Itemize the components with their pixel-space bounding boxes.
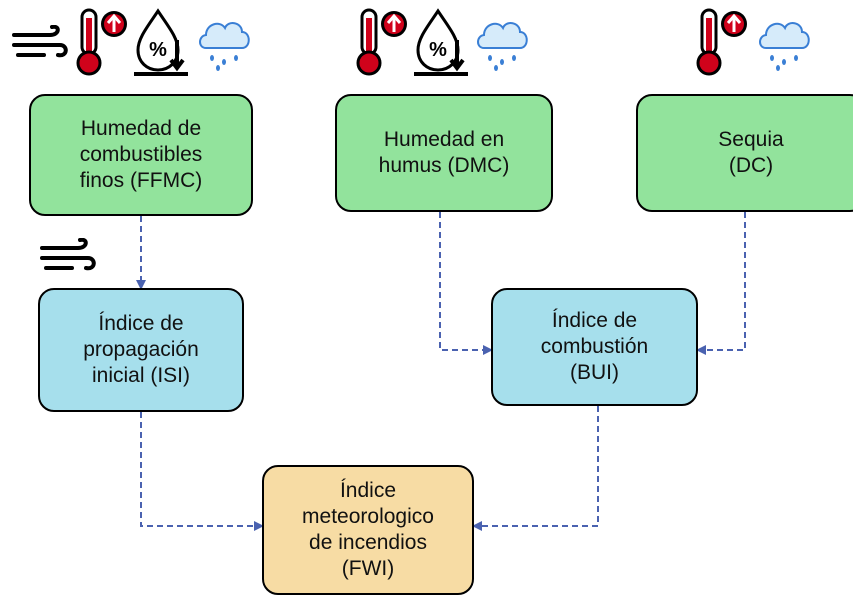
dmc-label: Humedad en humus (DMC) <box>378 128 510 177</box>
rain-icon <box>477 22 528 71</box>
dc-label: Sequia (DC) <box>718 128 784 177</box>
wind-icon <box>12 25 68 58</box>
temperature-icon <box>356 8 407 76</box>
fwi-box: Índice meteorologico de incendios (FWI) <box>262 465 474 595</box>
arrow-dmc-to-bui <box>439 212 493 355</box>
wind-icon <box>40 238 96 271</box>
rain-icon <box>199 22 250 71</box>
isi-box: Índice de propagación inicial (ISI) <box>38 288 244 412</box>
bui-box: Índice de combustión (BUI) <box>491 288 698 406</box>
ffmc-box: Humedad de combustibles finos (FFMC) <box>29 94 253 216</box>
temperature-icon <box>696 8 747 76</box>
humidity-percent: % <box>149 39 167 61</box>
temperature-icon <box>76 8 127 76</box>
dmc-box: Humedad en humus (DMC) <box>335 94 553 212</box>
bui-label: Índice de combustión (BUI) <box>540 309 649 384</box>
arrow-dc-to-bui <box>696 212 746 355</box>
dc-box: Sequia (DC) <box>636 94 853 212</box>
humidity-percent: % <box>429 39 447 61</box>
humidity-icon: % <box>134 8 188 76</box>
fwi-label: Índice meteorologico de incendios (FWI) <box>302 479 434 580</box>
humidity-icon: % <box>414 8 468 76</box>
isi-label: Índice de propagación inicial (ISI) <box>83 312 199 387</box>
ffmc-label: Humedad de combustibles finos (FFMC) <box>79 117 203 192</box>
arrow-bui-to-fwi <box>472 406 599 531</box>
rain-icon <box>759 22 810 71</box>
arrow-isi-to-fwi <box>140 412 264 531</box>
